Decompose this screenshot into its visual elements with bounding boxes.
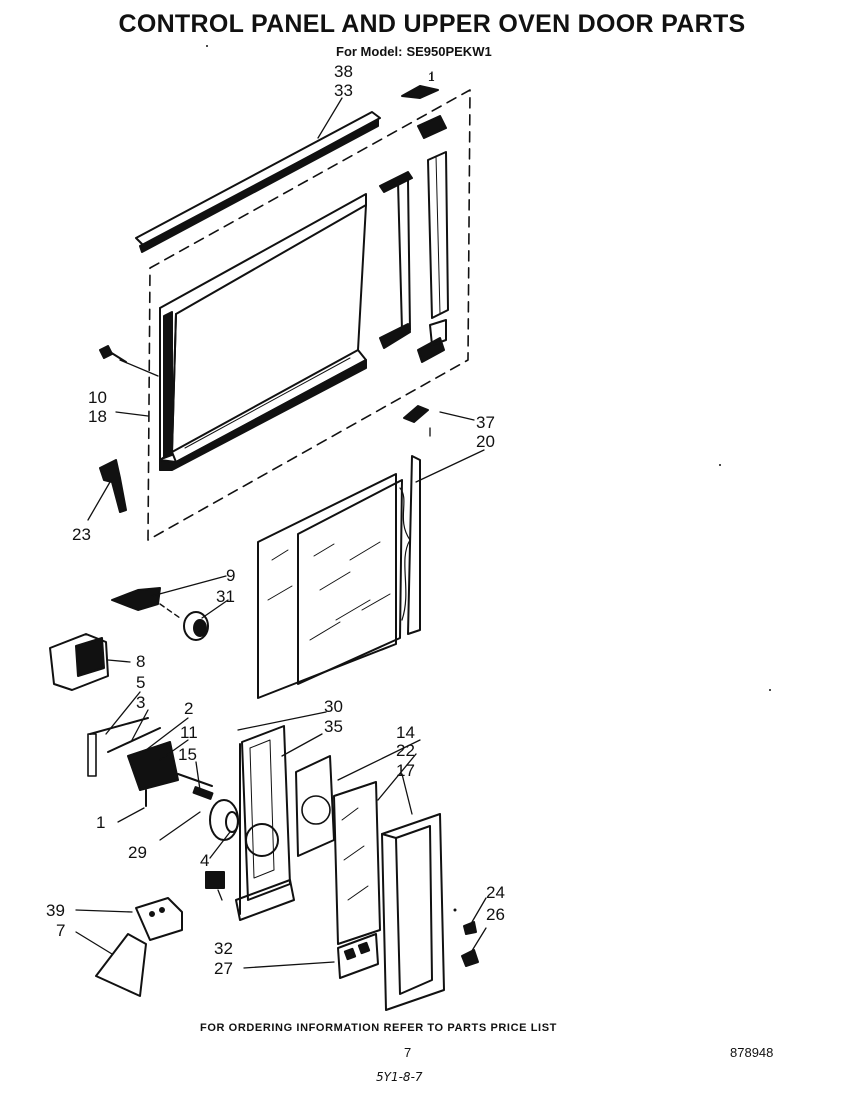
part-35-control-panel — [235, 725, 295, 921]
part-7-pad — [95, 933, 147, 997]
callout-4: 4 — [200, 851, 209, 870]
callout-39: 39 — [46, 901, 65, 920]
part-side-channel-left — [379, 171, 413, 349]
part-31-knob — [183, 611, 209, 641]
callout-5: 5 — [136, 673, 145, 692]
part-4-disc — [209, 799, 239, 841]
callout-11: 11 — [180, 723, 198, 742]
callout-7: 7 — [56, 921, 65, 940]
part-17-trim-frame — [381, 813, 445, 1011]
part-20-glass-assembly — [257, 455, 421, 699]
part-24-clip — [463, 921, 477, 935]
part-22-glass — [333, 781, 381, 945]
callout-35: 35 — [324, 717, 343, 736]
handwritten-code: 5Y1-8-7 — [376, 1070, 423, 1084]
callout-14: 14 — [396, 723, 415, 742]
stray-dot — [769, 689, 771, 691]
part-23-hinge — [99, 459, 127, 513]
callout-1: 1 — [96, 813, 105, 832]
callout-17: 17 — [396, 761, 415, 780]
callout-9: 9 — [226, 566, 235, 585]
page-number: 7 — [404, 1045, 412, 1060]
stray-dot — [719, 464, 721, 466]
callout-18: 18 — [88, 407, 107, 426]
callout-8: 8 — [136, 652, 145, 671]
model-number: SE950PEKW1 — [406, 44, 492, 59]
page-title: CONTROL PANEL AND UPPER OVEN DOOR PARTS — [118, 10, 746, 38]
callout-10: 10 — [88, 388, 107, 407]
part-37-clip — [403, 405, 429, 423]
leader-lines — [75, 71, 487, 969]
callout-15: 15 — [178, 745, 197, 764]
model-prefix: For Model: — [336, 44, 403, 59]
model-line: For Model:SE950PEKW1 — [336, 44, 496, 59]
callout-32: 32 — [214, 939, 233, 958]
stray-dot — [206, 45, 208, 47]
part-14-clock-panel — [295, 755, 335, 857]
part-10-screw — [99, 345, 127, 363]
part-side-channel-right — [417, 115, 449, 363]
document-number: 878948 — [730, 1045, 774, 1060]
part-38-bracket — [401, 85, 439, 99]
callout-33: 33 — [334, 81, 353, 100]
part-15-valve — [127, 741, 214, 807]
part-27-plate — [337, 933, 379, 979]
callout-27: 27 — [214, 959, 233, 978]
part-32-knob — [205, 871, 225, 889]
callout-26: 26 — [486, 905, 505, 924]
parts-5-3-2-rods — [87, 717, 161, 777]
callout-20: 20 — [476, 432, 495, 451]
part-26-clip — [461, 949, 479, 967]
ordering-note: FOR ORDERING INFORMATION REFER TO PARTS … — [200, 1022, 557, 1034]
callout-3: 3 — [136, 693, 145, 712]
callout-37: 37 — [476, 413, 495, 432]
callout-23: 23 — [72, 525, 91, 544]
callout-31: 31 — [216, 587, 235, 606]
part-39-bracket — [135, 897, 183, 941]
part-18-door-frame — [159, 193, 367, 471]
callout-30: 30 — [324, 697, 343, 716]
callout-labels: 38 33 1 10 18 23 37 20 9 31 8 5 3 2 11 1… — [46, 62, 505, 978]
callout-22: 22 — [396, 741, 415, 760]
callout-38: 38 — [334, 62, 353, 81]
callout-2: 2 — [184, 699, 193, 718]
part-9-switch — [111, 587, 181, 619]
part-33-top-trim — [135, 111, 381, 253]
assembly-dashed-outline — [147, 89, 471, 541]
stray-dot — [453, 908, 457, 912]
callout-1-top: 1 — [428, 70, 435, 84]
part-8-transformer — [49, 633, 109, 691]
callout-24: 24 — [486, 883, 505, 902]
callout-29: 29 — [128, 843, 147, 862]
